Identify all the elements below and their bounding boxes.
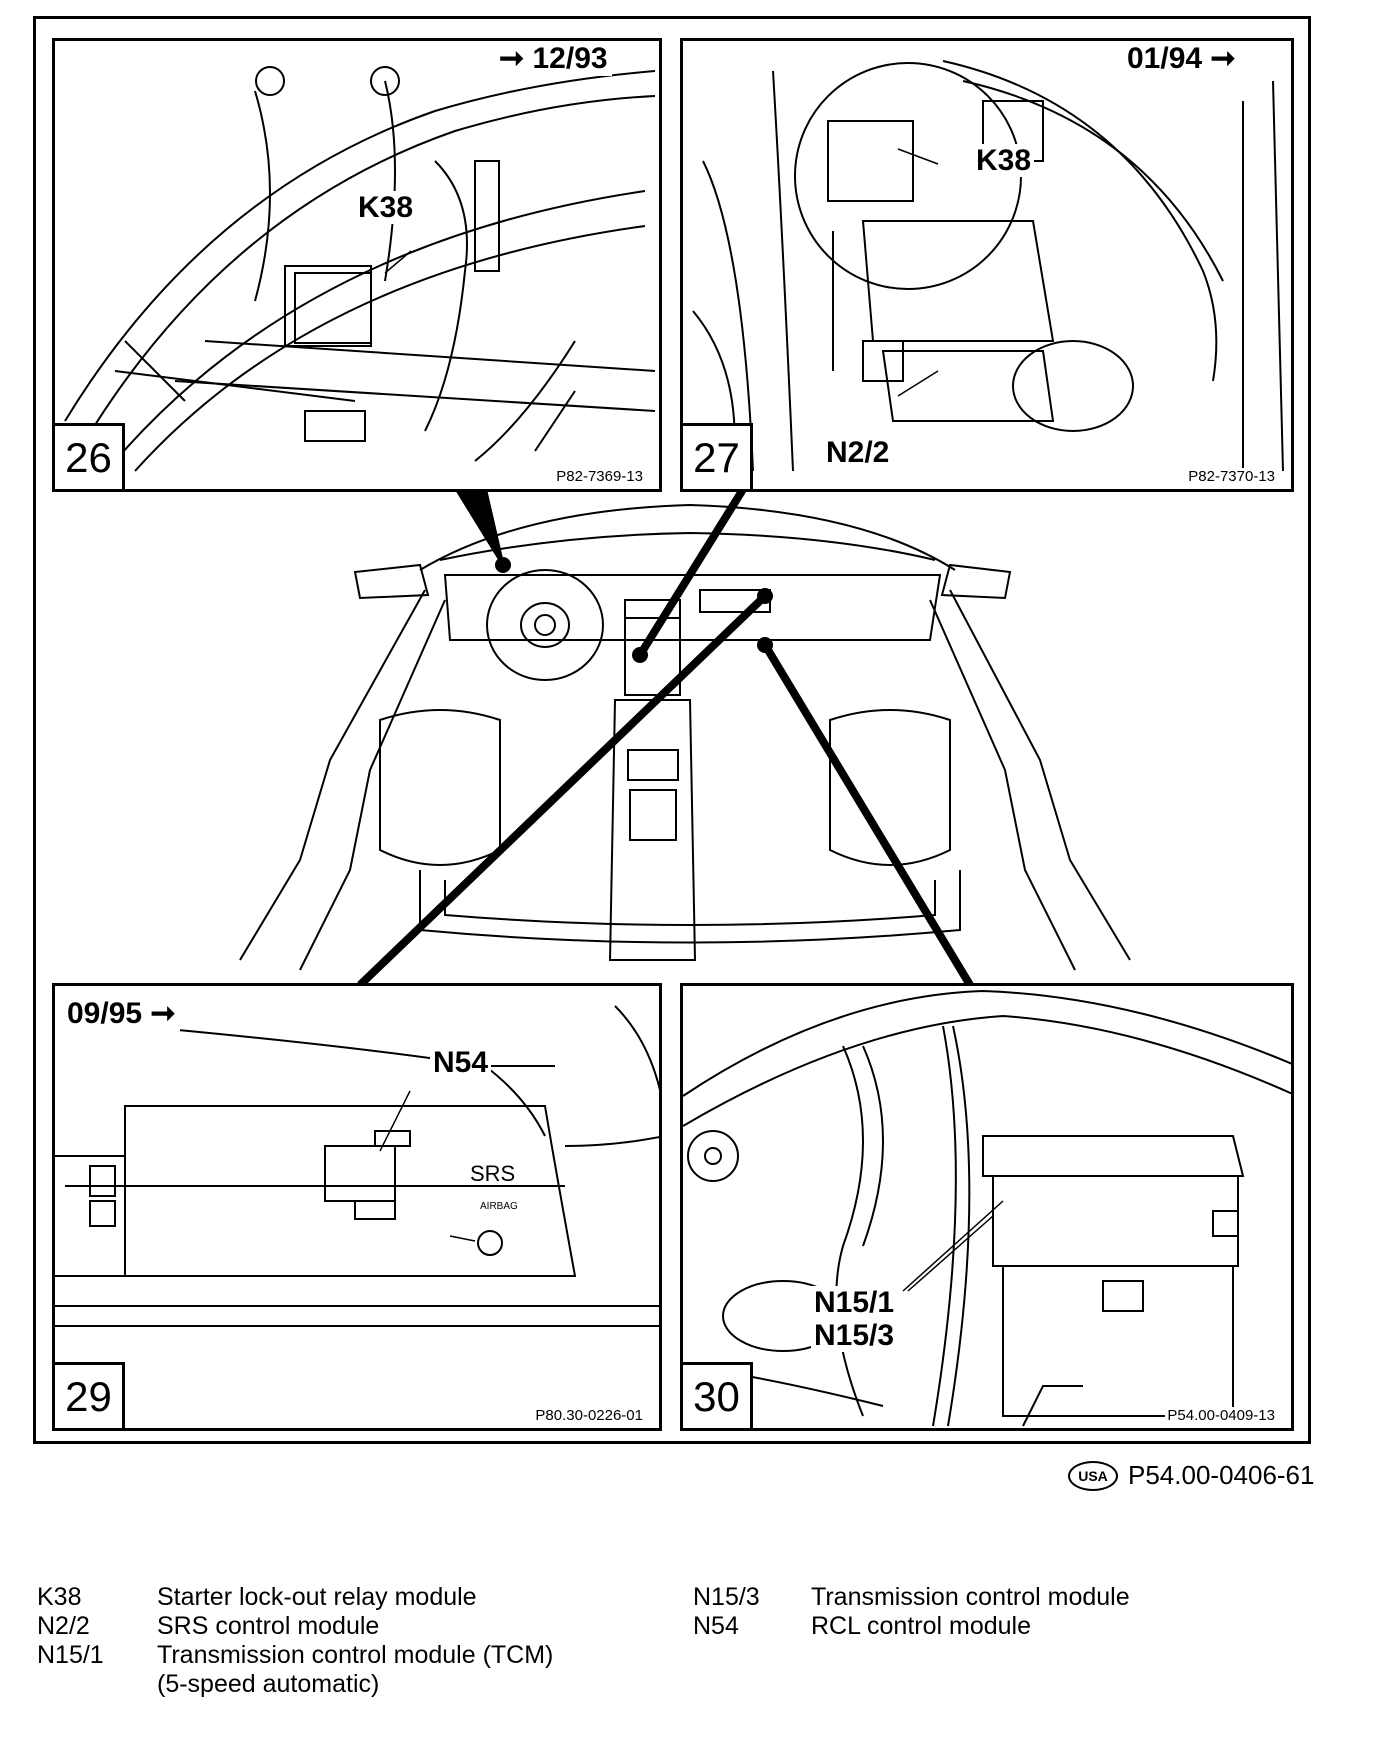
- legend-desc: Starter lock-out relay module: [157, 1583, 477, 1611]
- panel-number-29: 29: [55, 1362, 125, 1428]
- panel-ref-26: P82-7369-13: [554, 468, 645, 485]
- panel-30: N15/1 N15/3 30 P54.00-0409-13: [680, 983, 1294, 1431]
- panel-ref-30: P54.00-0409-13: [1165, 1407, 1277, 1424]
- legend-item: N15/1 Transmission control module (TCM) (…: [37, 1641, 553, 1699]
- callout-n54-29: N54: [430, 1046, 492, 1079]
- legend-item: N15/3 Transmission control module: [693, 1583, 1130, 1612]
- legend-item: N54 RCL control module: [693, 1612, 1130, 1641]
- legend-desc: SRS control module: [157, 1612, 380, 1640]
- panel-number-26: 26: [55, 423, 125, 489]
- callout-n15-30: N15/1 N15/3: [811, 1286, 898, 1352]
- panel-26: ➞ 12/93 K38 26 P82-7369-13: [52, 38, 662, 492]
- panel-26-illustration: [64, 66, 656, 472]
- callout-k38-27: K38: [973, 144, 1035, 177]
- srs-label: SRS: [470, 1161, 516, 1186]
- legend-item: N2/2 SRS control module: [37, 1612, 553, 1641]
- date-flag-27-text: 01/94: [1127, 42, 1203, 75]
- date-flag-26: ➞ 12/93: [495, 41, 612, 76]
- airbag-label: AIRBAG: [480, 1201, 518, 1212]
- date-flag-27: 01/94 ➞: [1123, 41, 1240, 76]
- legend-code: N15/3: [693, 1583, 760, 1611]
- panel-number-30: 30: [683, 1362, 753, 1428]
- callout-n22-27: N2/2: [823, 436, 893, 469]
- legend-left: K38 Starter lock-out relay module N2/2 SRS…: [37, 1583, 553, 1699]
- usa-badge: USA: [1068, 1460, 1118, 1491]
- figure-code: P54.00-0406-61: [1128, 1460, 1315, 1490]
- legend-code: K38: [37, 1583, 82, 1611]
- legend-desc: Transmission control module: [811, 1583, 1130, 1611]
- legend-code: N2/2: [37, 1612, 90, 1640]
- date-flag-29-text: 09/95: [67, 997, 143, 1030]
- callout-n151-30: N15/1: [814, 1286, 895, 1319]
- panel-29-illustration: [55, 1005, 659, 1327]
- figure-reference: USA P54.00-0406-61: [1068, 1460, 1314, 1491]
- panel-29: 09/95 ➞ N54 SRS AIRBAG 29 P80.30-0226-01: [52, 983, 662, 1431]
- legend-item: K38 Starter lock-out relay module: [37, 1583, 553, 1612]
- legend-desc: RCL control module: [811, 1612, 1032, 1640]
- panel-ref-27: P82-7370-13: [1186, 468, 1277, 485]
- panel-27: 01/94 ➞ K38 N2/2 27 P82-7370-13: [680, 38, 1294, 492]
- legend-code: N54: [693, 1612, 739, 1640]
- date-flag-26-text: 12/93: [532, 42, 608, 75]
- callout-k38-26: K38: [355, 191, 417, 224]
- panel-27-illustration: [692, 60, 1284, 472]
- callout-n153-30: N15/3: [814, 1319, 895, 1352]
- panel-number-27: 27: [683, 423, 753, 489]
- panel-30-illustration: [683, 989, 1291, 1427]
- legend-code: N15/1: [37, 1641, 104, 1669]
- date-flag-29: 09/95 ➞: [63, 996, 180, 1031]
- diagram-frame: [33, 16, 1311, 1444]
- legend-desc: Transmission control module (TCM) (5-spe…: [157, 1641, 554, 1698]
- legend-right: N15/3 Transmission control module N54 RCL …: [693, 1583, 1130, 1641]
- panel-ref-29: P80.30-0226-01: [533, 1407, 645, 1424]
